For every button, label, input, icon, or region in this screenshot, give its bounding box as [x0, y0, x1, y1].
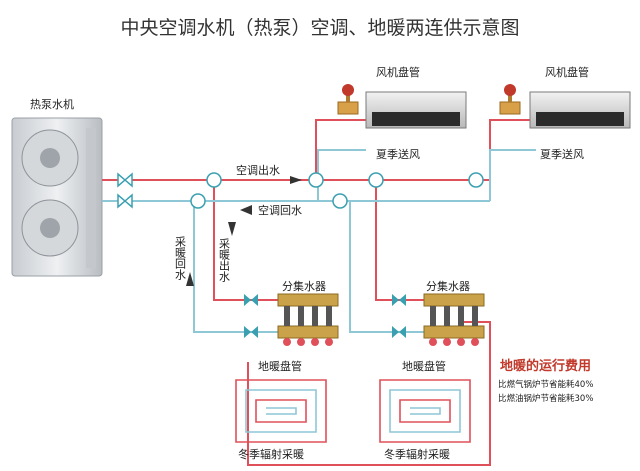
- floor-coil-1-label: 地暖盘管: [258, 359, 302, 373]
- fan-coil-2-caption: 夏季送风: [540, 147, 584, 161]
- fan-coil-2-valve-icon: [499, 84, 521, 115]
- floor-coil-2-caption: 冬季辐射采暖: [384, 447, 450, 461]
- heat-return-label: 采暖回水: [174, 236, 187, 280]
- manifold-1-unit: [277, 293, 339, 346]
- main-valve-supply: [117, 172, 133, 188]
- manifold-1-valve-return-icon: [244, 326, 258, 338]
- fan-coil-2-unit: [529, 91, 631, 129]
- floor-coil-2-label: 地暖盘管: [402, 359, 446, 373]
- ac-supply-arrow: [290, 176, 302, 184]
- heat-pump-unit: [11, 117, 103, 277]
- manifold-2-unit: [423, 293, 485, 346]
- cost-heading: 地暖的运行费用: [500, 358, 591, 374]
- manifold-1-valve-supply-icon: [244, 294, 258, 306]
- heat-pump-label: 热泵水机: [30, 97, 74, 111]
- fan-coil-1-unit: [365, 91, 467, 129]
- heat-supply-arrow: [228, 222, 236, 236]
- manifold-2-valve-supply-icon: [392, 294, 406, 306]
- ac-return-label: 空调回水: [258, 203, 302, 217]
- ac-return-arrow: [240, 205, 252, 215]
- cost-line-1: 比燃气锅炉节省能耗40%: [498, 379, 593, 390]
- ac-supply-label: 空调出水: [236, 163, 280, 177]
- cost-line-2: 比燃油锅炉节省能耗30%: [498, 393, 593, 404]
- heat-return-arrow: [186, 272, 194, 286]
- page-title: 中央空调水机（热泵）空调、地暖两连供示意图: [120, 17, 519, 39]
- fan-coil-2-label: 风机盘管: [545, 65, 589, 79]
- fan-coil-1-caption: 夏季送风: [376, 147, 420, 161]
- heat-supply-label: 采暖出水: [218, 238, 231, 282]
- floor-coil-2: [379, 379, 471, 443]
- main-valve-return: [117, 193, 133, 209]
- manifold-2-valve-return-icon: [392, 326, 406, 338]
- fan-coil-1-valve-icon: [337, 84, 359, 115]
- floor-coil-1-caption: 冬季辐射采暖: [238, 447, 304, 461]
- pipe-junctions: [190, 172, 484, 209]
- fan-coil-1-label: 风机盘管: [376, 65, 420, 79]
- manifold-1-label: 分集水器: [282, 279, 326, 293]
- manifold-2-label: 分集水器: [426, 279, 470, 293]
- floor-coil-1: [235, 379, 327, 443]
